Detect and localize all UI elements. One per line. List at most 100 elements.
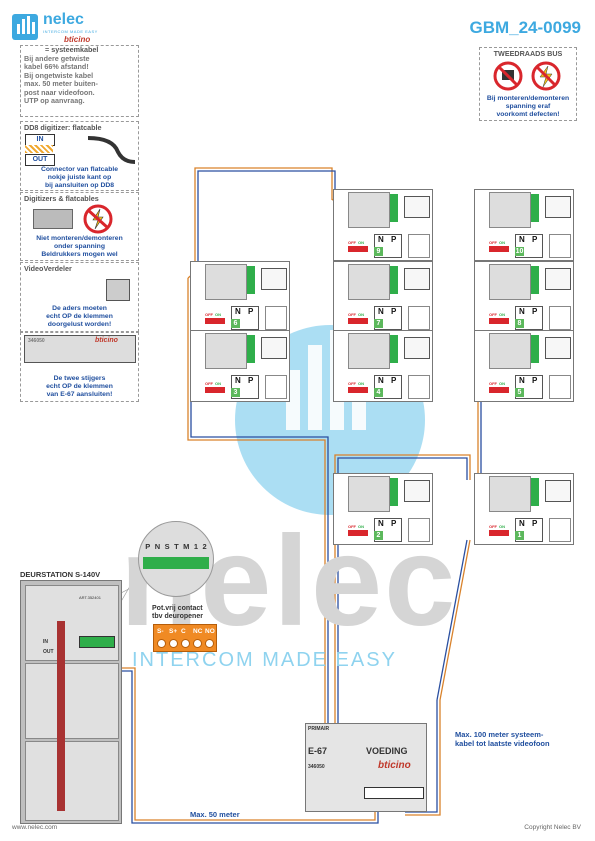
videophone-screen-icon xyxy=(545,337,571,359)
n-label: N xyxy=(519,307,525,316)
note-line: max. 50 meter buiten- xyxy=(24,79,98,88)
unit-extra-box xyxy=(408,306,430,330)
note-line: kabel 66% afstand! xyxy=(24,62,89,71)
unit-extra-box xyxy=(408,234,430,258)
n-label: N xyxy=(378,519,384,528)
connector-label: N xyxy=(154,542,161,551)
p-label: P xyxy=(532,307,538,316)
video-distributor-icon xyxy=(205,264,247,300)
screw-terminal-icon xyxy=(169,639,178,648)
note-line: post naar videofoon. xyxy=(24,87,95,97)
footer-url: www.nelec.com xyxy=(12,824,58,831)
p-label: P xyxy=(391,376,397,385)
video-distributor-icon xyxy=(348,192,390,228)
note-videoverdeler: VideoVerdeler De aders moeten echt OP de… xyxy=(20,262,139,332)
note-text: De twee stijgers echt OP de klemmen van … xyxy=(46,375,113,398)
off-on-switch xyxy=(348,318,368,324)
supply-article: 346050 xyxy=(308,764,325,770)
screw-terminal-icon xyxy=(193,639,202,648)
connector-label: S xyxy=(164,542,170,551)
note-systeemkabel: = systeemkabel Bij andere getwiste kabel… xyxy=(20,45,139,117)
note-dd8: DD8 digitizer: flatcable IN OUT Connecto… xyxy=(20,121,139,191)
bus-terminal xyxy=(390,266,398,294)
switch-on-label: ON xyxy=(499,524,505,529)
switch-off-label: OFF xyxy=(205,381,213,386)
door-module-top xyxy=(25,585,119,661)
switch-on-label: ON xyxy=(358,240,364,245)
videophone-screen-icon xyxy=(404,268,430,290)
door-station: IN OUT ART.352401 xyxy=(20,580,122,824)
videophone-screen-icon xyxy=(404,480,430,502)
unit-extra-box xyxy=(408,375,430,399)
videophone-screen-icon xyxy=(261,268,287,290)
contact-terminal: S- xyxy=(157,628,164,635)
unit-extra-box xyxy=(549,234,571,258)
brand-logo: nelec INTERCOM MADE EASY bticino xyxy=(12,11,132,44)
contact-title: Pot.vrij contact tbv deuropener xyxy=(152,605,203,620)
doc-code: GBM_24-0099 xyxy=(469,18,581,37)
note-title: VideoVerdeler xyxy=(24,264,72,273)
e67-miniature: 346050 bticino xyxy=(24,335,136,363)
p-label: P xyxy=(391,519,397,528)
video-distributor-icon xyxy=(489,264,531,300)
switch-off-label: OFF xyxy=(489,240,497,245)
brand-tagline: INTERCOM MADE EASY xyxy=(43,29,98,34)
video-distributor-icon xyxy=(106,279,130,301)
p-label: P xyxy=(391,307,397,316)
p-label: P xyxy=(391,235,397,244)
footer-copyright: Copyright Nelec BV xyxy=(524,824,581,831)
note-stijgers: 346050 bticino De twee stijgers echt OP … xyxy=(20,332,139,402)
unit-number: 9 xyxy=(374,247,383,256)
note-text: Niet monteren/demonteren onder spanning … xyxy=(36,235,123,258)
digitizer-icon xyxy=(33,209,73,229)
screw-terminal-icon xyxy=(181,639,190,648)
switch-off-label: OFF xyxy=(348,381,356,386)
no-plug-warning-icons xyxy=(493,61,561,91)
switch-on-label: ON xyxy=(215,381,221,386)
screw-terminal-icon xyxy=(157,639,166,648)
videophone-screen-icon xyxy=(545,196,571,218)
off-on-switch xyxy=(489,246,509,252)
switch-off-label: OFF xyxy=(348,312,356,317)
switch-on-label: ON xyxy=(215,312,221,317)
videophone-screen-icon xyxy=(545,480,571,502)
flatcable-curve-icon xyxy=(87,136,136,164)
door-module-bottom xyxy=(25,741,119,821)
connector-terminal-strip xyxy=(143,557,209,569)
p-label: P xyxy=(248,376,254,385)
bus-terminal xyxy=(247,266,255,294)
note-text: Connector van flatcable nokje juiste kan… xyxy=(40,166,119,189)
watermark-tagline: INTERCOM MADE EASY xyxy=(132,649,397,671)
supply-terminals xyxy=(364,787,424,799)
unit-extra-box xyxy=(265,375,287,399)
n-label: N xyxy=(378,376,384,385)
connector-label: P xyxy=(145,542,151,551)
videophone-screen-icon xyxy=(404,337,430,359)
connector-label: M xyxy=(183,542,190,551)
contact-terminal: C xyxy=(181,628,186,635)
n-label: N xyxy=(378,307,384,316)
note-title: DD8 digitizer: flatcable xyxy=(24,123,102,132)
bus-terminal xyxy=(390,478,398,506)
n-label: N xyxy=(519,235,525,244)
supply-model: E-67 xyxy=(308,746,328,756)
note-tweedraads: TWEEDRAADS BUS Bij monteren/demonteren s… xyxy=(479,47,577,121)
video-distributor-icon xyxy=(489,192,531,228)
note-line: UTP op aanvraag. xyxy=(24,96,85,105)
switch-on-label: ON xyxy=(499,240,505,245)
note-title: = systeemkabel xyxy=(45,45,99,54)
brand-name: nelec xyxy=(43,11,84,28)
n-label: N xyxy=(378,235,384,244)
unit-extra-box xyxy=(549,306,571,330)
note-digitizers: Digitizers & flatcables Niet monteren/de… xyxy=(20,192,139,261)
unit-number: 7 xyxy=(374,319,383,328)
supply-voeding: VOEDING xyxy=(366,746,408,756)
door-module-middle xyxy=(25,663,119,739)
